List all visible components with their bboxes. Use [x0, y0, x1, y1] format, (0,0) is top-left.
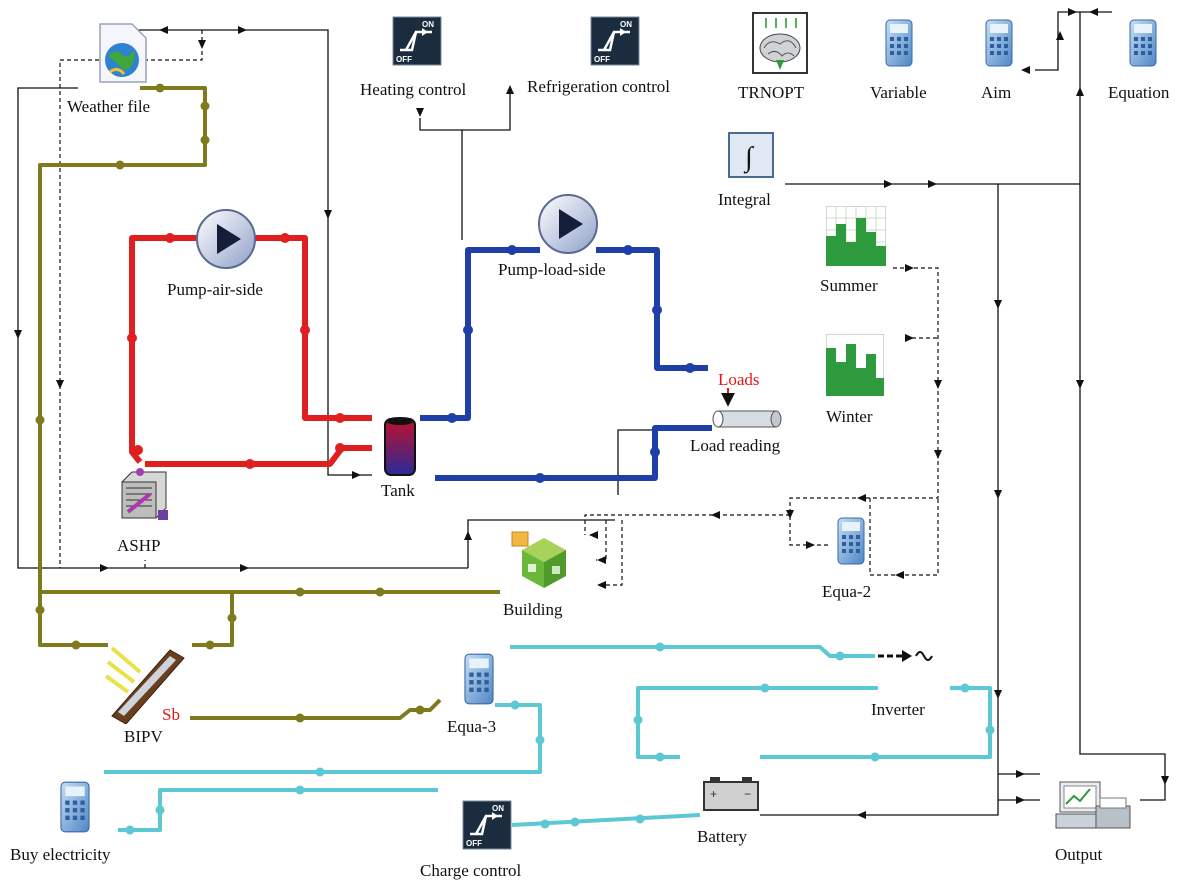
winter-label: Winter: [826, 407, 873, 426]
heating-control-icon[interactable]: ON OFF: [392, 16, 442, 66]
equa2-calculator-icon[interactable]: [836, 516, 866, 566]
pv-panel-icon[interactable]: [104, 640, 194, 724]
on-text: ON: [422, 20, 434, 29]
olive-markers: [35, 83, 425, 723]
charge-control-icon[interactable]: ON OFF: [462, 800, 512, 850]
building-label: Building: [503, 600, 563, 619]
brain-optimizer-icon[interactable]: [752, 12, 808, 74]
pump-air-side-label: Pump-air-side: [167, 280, 263, 299]
heating-control-label: Heating control: [360, 80, 467, 99]
red-loop: [129, 235, 372, 467]
load-reading-label: Load reading: [690, 436, 781, 455]
variable-label: Variable: [870, 83, 927, 102]
equa-2-label: Equa-2: [822, 582, 872, 601]
variable-calculator-icon[interactable]: [884, 18, 914, 68]
olive-links: [38, 86, 500, 720]
summer-label: Summer: [820, 276, 878, 295]
equation-calculator-icon[interactable]: [1128, 18, 1158, 68]
equa-3-label: Equa-3: [447, 717, 497, 736]
loads-tag: Loads: [718, 370, 760, 389]
charge-control-label: Charge control: [420, 861, 522, 880]
winter-schedule-icon[interactable]: [826, 334, 884, 396]
dashed-wires: [59, 30, 939, 586]
equation-label: Equation: [1108, 83, 1170, 102]
trnopt-label: TRNOPT: [738, 83, 805, 102]
tank-label: Tank: [381, 481, 415, 500]
heat-pump-icon[interactable]: [116, 468, 172, 526]
inverter-label: Inverter: [871, 700, 925, 719]
svg-text:−: −: [744, 787, 751, 801]
cyan-markers: [125, 642, 995, 835]
storage-tank-icon[interactable]: [383, 415, 417, 479]
ac-grid-icon: [878, 650, 933, 662]
aim-label: Aim: [981, 83, 1012, 102]
cyan-links: [104, 645, 992, 832]
weather-globe-icon[interactable]: [92, 20, 152, 86]
pump-load-side-label: Pump-load-side: [498, 260, 606, 279]
bipv-label: BIPV: [124, 727, 163, 746]
refrigeration-control-icon[interactable]: ON OFF: [590, 16, 640, 66]
svg-text:+: +: [710, 787, 717, 801]
output-label: Output: [1055, 845, 1103, 864]
off-text: OFF: [466, 839, 482, 848]
cylinder-reader-icon[interactable]: [712, 408, 784, 430]
plotter-output-icon[interactable]: [1052, 778, 1140, 836]
red-markers: [127, 233, 345, 469]
weather-file-label: Weather file: [67, 97, 151, 116]
on-text: ON: [620, 20, 632, 29]
building-icon[interactable]: [508, 526, 584, 592]
on-text: ON: [492, 804, 504, 813]
sb-tag: Sb: [162, 705, 180, 724]
integral-label: Integral: [718, 190, 771, 209]
buy-electricity-label: Buy electricity: [10, 845, 111, 864]
blue-markers: [447, 245, 695, 483]
svg-text:∫: ∫: [743, 142, 755, 174]
integral-icon[interactable]: ∫: [728, 132, 774, 178]
summer-schedule-icon[interactable]: [826, 206, 886, 266]
buy-electricity-calculator-icon[interactable]: [58, 780, 92, 834]
aim-calculator-icon[interactable]: [984, 18, 1014, 68]
off-text: OFF: [594, 55, 610, 64]
battery-label: Battery: [697, 827, 748, 846]
ashp-label: ASHP: [117, 536, 161, 555]
dashed-arrows: [56, 40, 942, 589]
blue-loop: [420, 247, 712, 481]
equa3-calculator-icon[interactable]: [462, 652, 496, 706]
battery-icon[interactable]: + −: [700, 774, 762, 814]
signal-arrows: [14, 8, 1169, 819]
pump-air-icon[interactable]: [195, 208, 257, 270]
pump-load-icon[interactable]: [537, 193, 599, 255]
off-text: OFF: [396, 55, 412, 64]
refrigeration-control-label: Refrigeration control: [527, 77, 671, 96]
